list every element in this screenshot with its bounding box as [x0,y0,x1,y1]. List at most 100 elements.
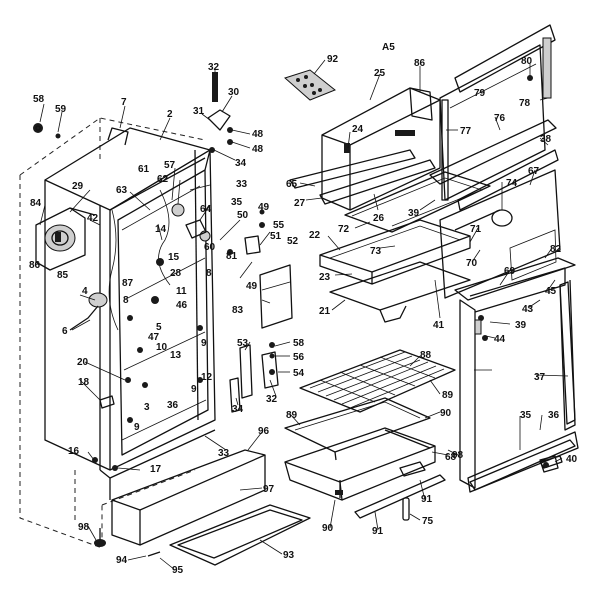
door-bottom-trim-36 [469,439,576,491]
wiring-harness [108,189,171,331]
callout-11: 11 [176,286,187,297]
callout-83: 83 [232,305,244,316]
callout-53: 53 [237,338,249,349]
callout-22: 22 [309,230,321,241]
callout-25: 25 [374,68,386,79]
callout-52: 52 [287,236,299,247]
callout-34b: 34 [232,404,244,415]
shelf-21 [329,261,471,323]
callout-43: 43 [522,304,534,315]
thermostat-knob [69,292,108,331]
callout-47: 47 [148,332,160,343]
clip-75 [402,497,410,521]
hinge-assembly [229,342,279,413]
callout-24: 24 [352,124,364,135]
callout-27: 27 [294,198,306,209]
callout-49a: 49 [258,202,270,213]
callout-17: 17 [150,464,162,475]
callout-86: 86 [29,260,41,271]
callout-58: 58 [33,94,45,105]
control-housing [35,207,96,271]
callout-85: 85 [57,270,69,281]
callout-94: 94 [116,555,128,566]
callout-65: 65 [286,179,298,190]
callout-89b: 89 [286,410,298,421]
callout-37: 37 [534,372,546,383]
callout-5: 5 [156,322,162,333]
callout-86b: 86 [414,58,426,69]
callout-39a: 39 [408,208,420,219]
callout-82: 82 [550,244,562,255]
callout-3: 3 [144,402,150,413]
callout-16: 16 [68,446,80,457]
callout-90a: 90 [440,408,452,419]
callout-78: 78 [519,98,531,109]
callout-10: 10 [156,342,168,353]
bracket-panel-83 [259,264,293,329]
callout-75: 75 [422,516,434,527]
callout-81: 81 [226,251,238,262]
callout-54: 54 [293,368,305,379]
callout-30: 30 [228,87,240,98]
cabinet-outline [19,117,216,549]
callout-40: 40 [566,454,578,465]
callout-45: 45 [545,286,557,297]
door-gasket-strip-37 [559,281,576,425]
callout-26: 26 [373,213,385,224]
callout-9c: 9 [134,422,140,433]
small-fasteners [33,72,265,471]
callout-95: 95 [172,565,184,576]
callout-6: 6 [62,326,68,337]
callout-51: 51 [270,231,282,242]
side-panel-77 [441,99,449,201]
callout-98b: 98 [452,450,464,461]
callout-2: 2 [167,109,173,120]
callout-64: 64 [200,204,212,215]
wire-shelf-88 [299,349,456,413]
callout-32: 32 [208,62,220,73]
callout-36b: 36 [548,410,560,421]
callout-9b: 9 [191,384,197,395]
screw-40 [539,455,563,469]
door-frame-43 [454,257,579,493]
callout-35b: 35 [520,410,532,421]
callout-7: 7 [121,97,127,108]
crisper-cover-65 [289,149,436,205]
callout-36: 36 [167,400,179,411]
callout-63: 63 [116,185,128,196]
callout-67: 67 [528,166,540,177]
callout-4: 4 [82,286,88,297]
callout-15: 15 [168,252,180,263]
callout-8a: 8 [206,268,212,279]
callout-92: 92 [327,54,339,65]
callout-14: 14 [155,224,167,235]
callout-80: 80 [521,56,533,67]
callout-73: 73 [370,246,382,257]
drawer-rail-91 [354,461,446,519]
leader-lines [39,59,569,571]
callout-20: 20 [77,357,89,368]
rail-76 [429,119,559,211]
callout-90b: 90 [322,523,334,534]
callout-48b: 48 [252,144,264,155]
callout-98: 98 [78,522,90,533]
callout-89a: 89 [442,390,454,401]
callout-48a: 48 [252,129,264,140]
callout-69: 69 [504,266,516,277]
callout-71: 71 [470,224,482,235]
callout-labels: 58 59 7 2 32 31 30 48 48 34 57 61 62 33 … [29,42,578,576]
callout-39b: 39 [515,320,527,331]
bottom-grille-97 [111,449,266,546]
callout-61: 61 [138,164,150,175]
shelf-glass-72 [344,171,491,233]
callout-76: 76 [494,113,506,124]
shelf-frame-22 [319,219,471,285]
callout-77: 77 [460,126,472,137]
crisper-drawer-90 [284,427,436,501]
callout-79: 79 [474,88,486,99]
drain-pan-93 [169,504,311,566]
callout-88: 88 [420,350,432,361]
callout-96: 96 [258,426,270,437]
callout-34: 34 [235,158,247,169]
callout-42: 42 [87,213,99,224]
